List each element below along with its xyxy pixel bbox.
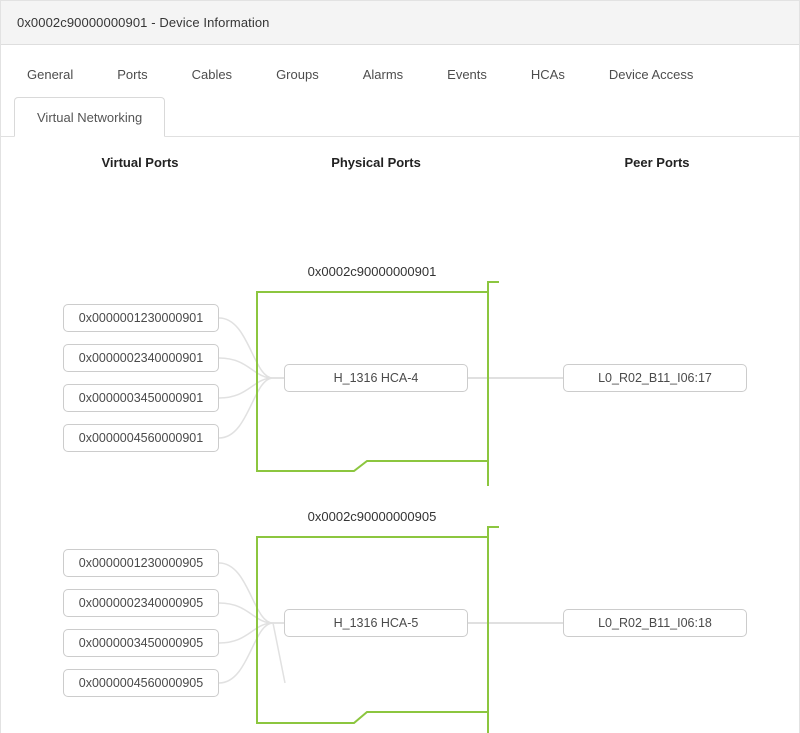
virtual-port-box: 0x0000001230000901 <box>63 304 219 332</box>
connector-vport4-to-hca4 <box>218 377 285 439</box>
tab-virtual-networking-label: Virtual Networking <box>37 109 143 125</box>
connector-vport1-to-hca4 <box>218 317 285 379</box>
connector-vport7-to-hca5 <box>218 622 285 644</box>
tab-general[interactable]: General <box>27 66 74 82</box>
connector-vport5-to-hca5 <box>218 562 285 624</box>
column-header-peer-ports: Peer Ports <box>624 155 690 170</box>
tab-bar: General Ports Cables Groups Alarms Event… <box>27 61 693 87</box>
peer-port-box: L0_R02_B11_I06:18 <box>563 609 747 637</box>
connector-vport8-to-hca5 <box>218 622 286 684</box>
connector-vport2-to-hca4 <box>218 357 285 379</box>
tab-cables[interactable]: Cables <box>191 66 233 82</box>
window-title: 0x0002c90000000901 - Device Information <box>17 15 270 30</box>
virtual-port-box: 0x0000003450000905 <box>63 629 219 657</box>
peer-port-box: L0_R02_B11_I06:17 <box>563 364 747 392</box>
connector-vport6-to-hca5 <box>218 602 285 624</box>
tab-virtual-networking[interactable]: Virtual Networking <box>14 97 166 137</box>
column-header-physical-ports: Physical Ports <box>331 155 421 170</box>
physical-port-box: H_1316 HCA-5 <box>284 609 468 637</box>
device1-guid-label: 0x0002c90000000901 <box>307 264 437 279</box>
connector-vport3-to-hca4 <box>218 377 285 399</box>
virtual-port-box: 0x0000003450000901 <box>63 384 219 412</box>
subtab-strip-divider <box>1 136 799 137</box>
tab-events[interactable]: Events <box>447 66 487 82</box>
tab-alarms[interactable]: Alarms <box>362 66 404 82</box>
device2-bracket <box>487 526 499 733</box>
tab-hcas[interactable]: HCAs <box>530 66 565 82</box>
virtual-port-box: 0x0000002340000901 <box>63 344 219 372</box>
tab-groups[interactable]: Groups <box>276 66 319 82</box>
physical-port-box: H_1316 HCA-4 <box>284 364 468 392</box>
virtual-port-box: 0x0000004560000905 <box>63 669 219 697</box>
virtual-port-box: 0x0000001230000905 <box>63 549 219 577</box>
tab-ports[interactable]: Ports <box>117 66 148 82</box>
device1-bracket <box>487 281 499 486</box>
column-header-virtual-ports: Virtual Ports <box>101 155 179 170</box>
virtual-port-box: 0x0000004560000901 <box>63 424 219 452</box>
virtual-port-box: 0x0000002340000905 <box>63 589 219 617</box>
window-titlebar: 0x0002c90000000901 - Device Information <box>1 1 799 45</box>
tab-device-access[interactable]: Device Access <box>608 66 694 82</box>
device2-guid-label: 0x0002c90000000905 <box>307 509 437 524</box>
